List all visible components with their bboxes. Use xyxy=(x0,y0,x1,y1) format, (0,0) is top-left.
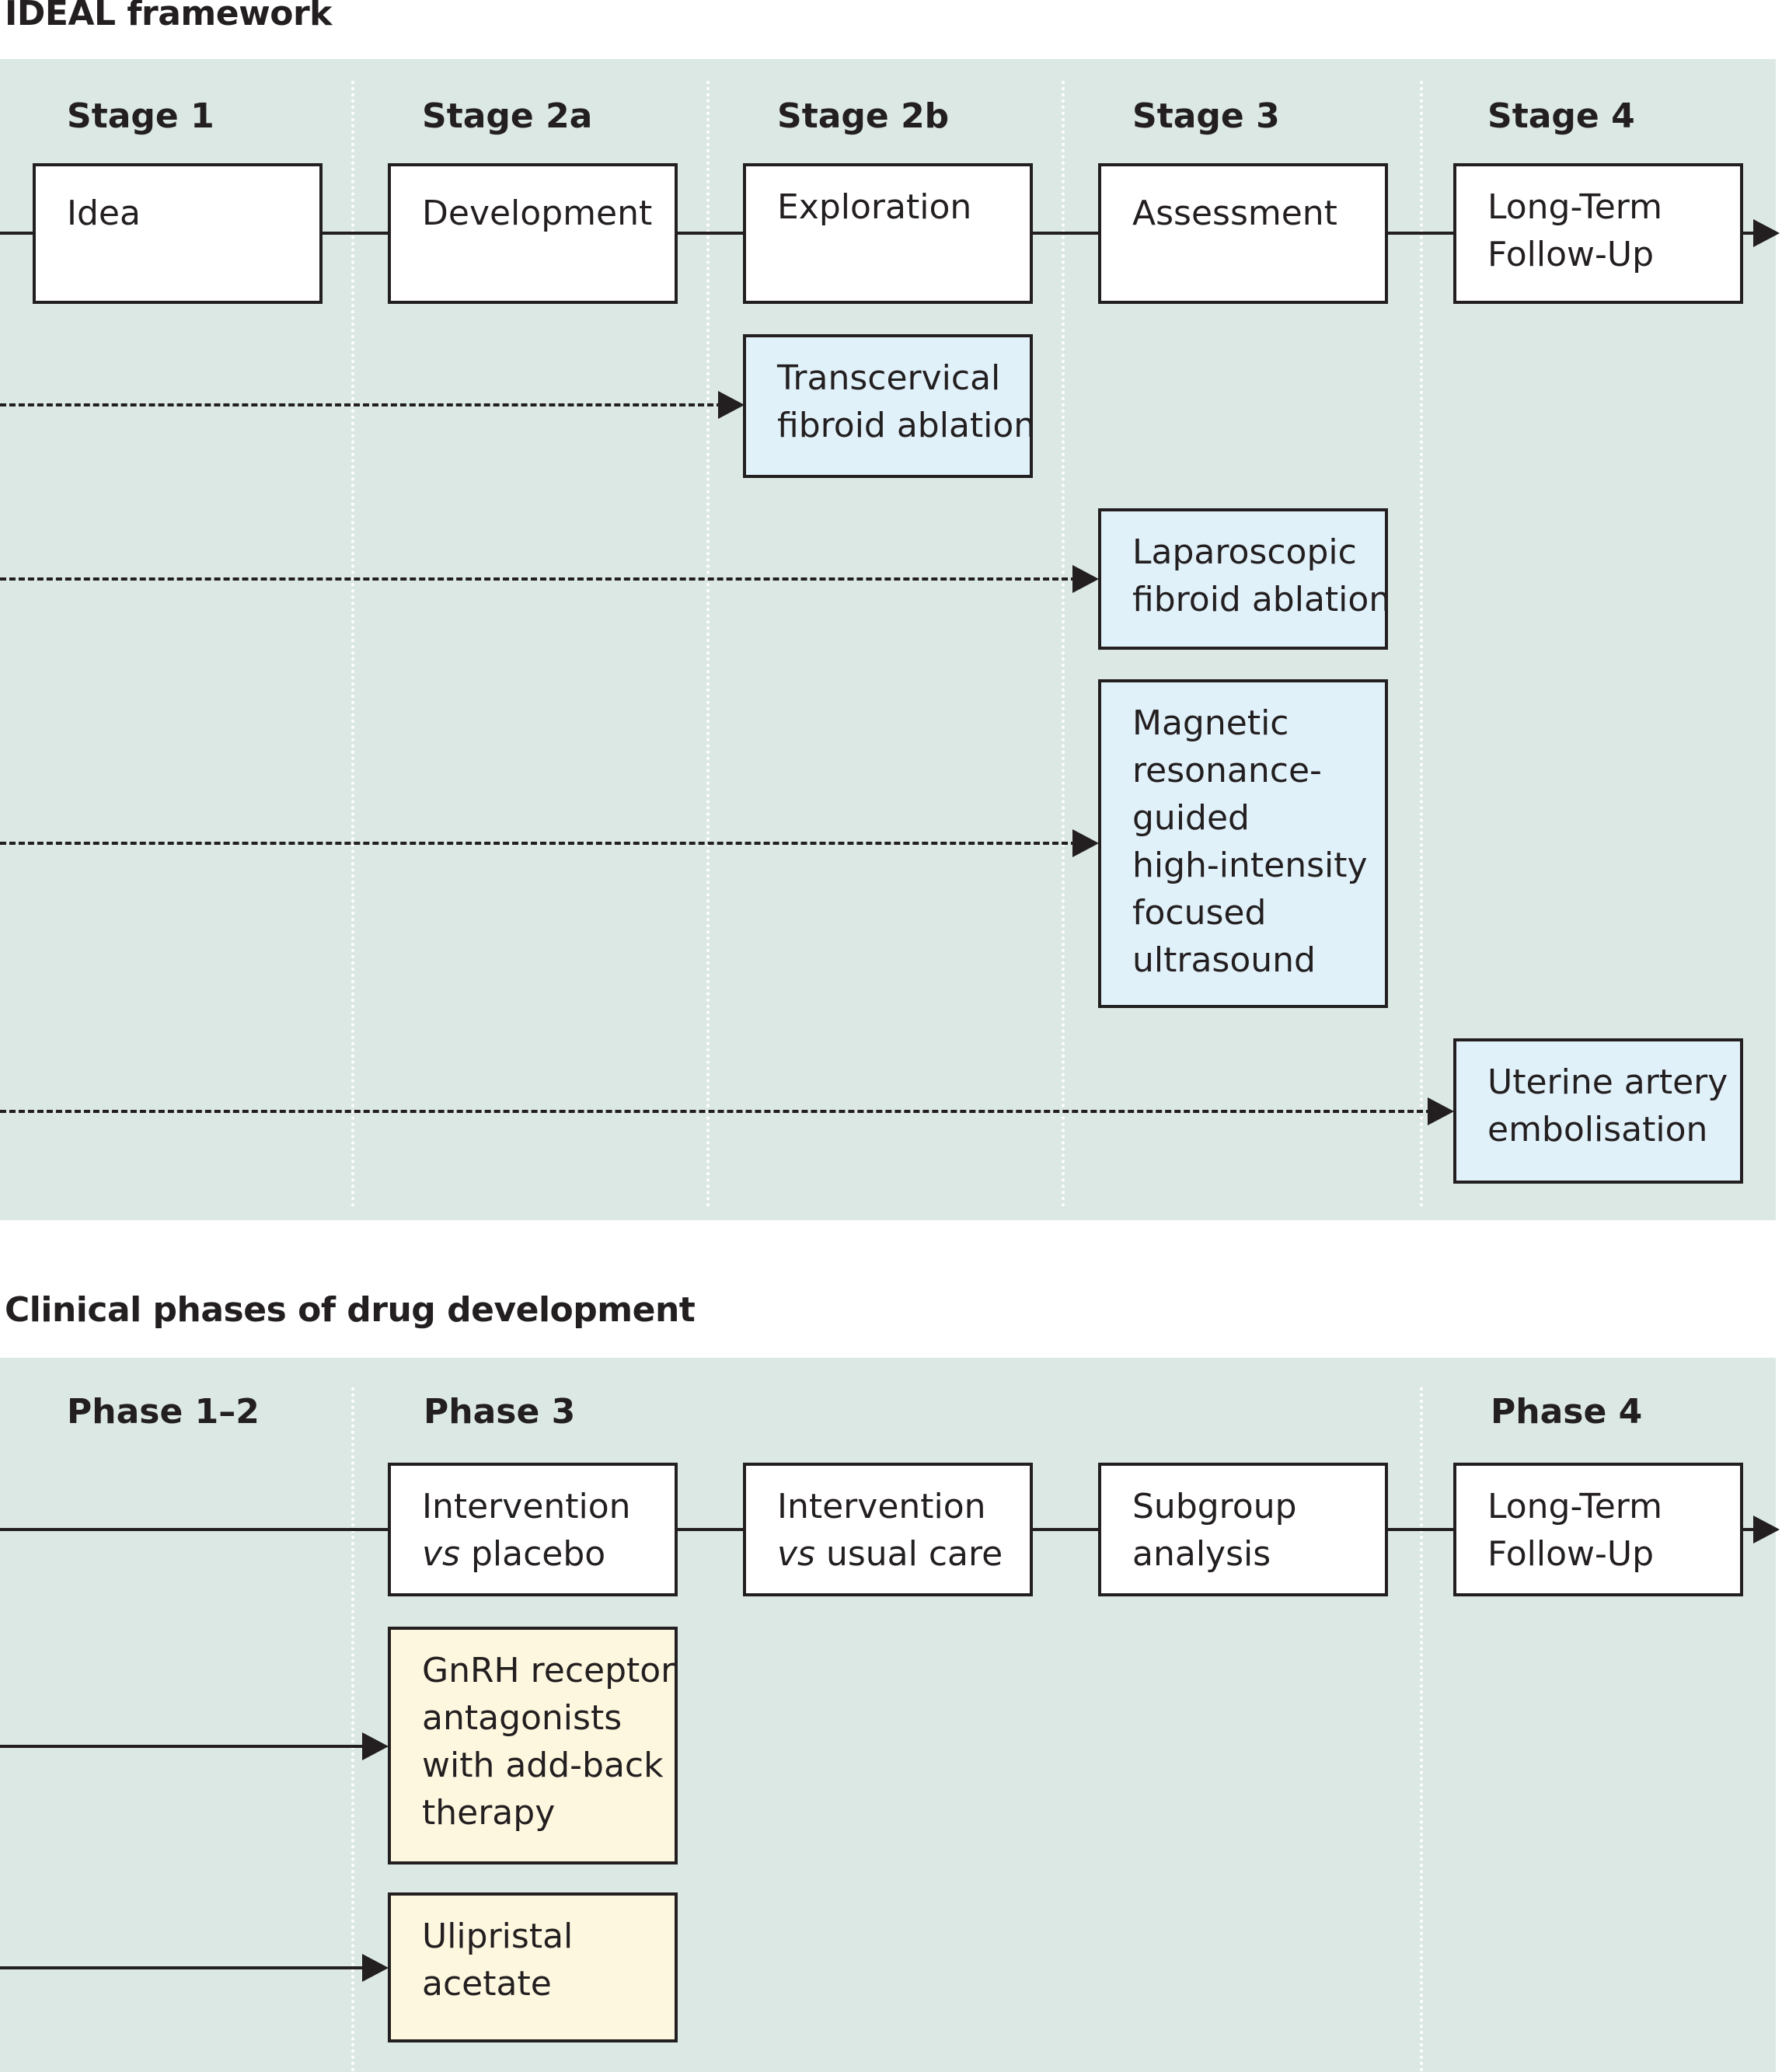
step-box-long-term-follow-up: Long-Term Follow-Up xyxy=(1453,1463,1743,1596)
phase-3-label: Phase 3 xyxy=(424,1392,576,1432)
step-text-rest: placebo xyxy=(459,1534,606,1574)
intervention-text: Uterine artery xyxy=(1487,1062,1728,1102)
stage-1-label: Stage 1 xyxy=(67,96,214,136)
intervention-text: fibroid ablation xyxy=(1132,580,1391,619)
step-box-long-term-follow-up: Long-Term Follow-Up xyxy=(1453,163,1743,304)
ideal-framework-panel: Stage 1 Stage 2a Stage 2b Stage 3 Stage … xyxy=(0,59,1780,1220)
dashed-arrow-line xyxy=(0,1110,1432,1113)
clinical-phases-panel: Phase 1–2 Phase 3 Phase 4 Intervention v… xyxy=(0,1358,1780,2072)
step-text: Intervention xyxy=(777,1487,986,1526)
intervention-text: fibroid ablation xyxy=(777,406,1036,445)
intervention-box-uterine-artery-embolisation: Uterine artery embolisation xyxy=(1453,1038,1743,1184)
column-separator xyxy=(706,81,710,1208)
column-separator xyxy=(1062,81,1065,1208)
drug-box-ulipristal-acetate: Ulipristal acetate xyxy=(388,1892,678,2042)
step-box-assessment: Assessment xyxy=(1098,163,1388,304)
step-text: Development xyxy=(422,194,653,233)
solid-arrow-head xyxy=(362,1954,389,1982)
drug-text: GnRH receptor xyxy=(422,1651,675,1690)
ideal-timeline-arrow xyxy=(1753,219,1780,247)
column-separator xyxy=(1420,81,1423,1208)
dashed-arrow-head xyxy=(1072,829,1099,857)
column-separator xyxy=(351,1387,354,2072)
step-text: Follow-Up xyxy=(1487,235,1655,274)
step-box-subgroup-analysis: Subgroup analysis xyxy=(1098,1463,1388,1596)
clinical-timeline-arrow xyxy=(1753,1516,1780,1544)
solid-arrow-line xyxy=(0,1966,365,1969)
step-text: Exploration xyxy=(777,187,972,227)
intervention-text: resonance- xyxy=(1132,751,1322,790)
drug-text: acetate xyxy=(422,1964,552,2004)
step-text: Assessment xyxy=(1132,194,1337,233)
step-text: vs usual care xyxy=(777,1530,1003,1578)
dashed-arrow-line xyxy=(0,403,723,406)
drug-text: Ulipristal xyxy=(422,1917,574,1956)
step-text: Subgroup xyxy=(1132,1487,1297,1526)
step-text-italic: vs xyxy=(422,1534,460,1574)
stage-4-label: Stage 4 xyxy=(1487,96,1635,136)
solid-arrow-head xyxy=(362,1732,389,1760)
step-text-rest: Follow-Up xyxy=(1487,1534,1655,1574)
intervention-text: Laparoscopic xyxy=(1132,532,1357,572)
dashed-arrow-head xyxy=(1428,1097,1454,1125)
dashed-arrow-line xyxy=(0,577,1077,581)
intervention-text: focused xyxy=(1132,893,1267,933)
step-text: Long-Term xyxy=(1487,187,1662,227)
intervention-text: Magnetic xyxy=(1132,703,1289,743)
step-text-rest: usual care xyxy=(814,1534,1003,1574)
step-box-intervention-vs-placebo: Intervention vs placebo xyxy=(388,1463,678,1596)
step-text: vs placebo xyxy=(422,1530,643,1578)
clinical-phases-title: Clinical phases of drug development xyxy=(5,1290,696,1330)
stage-3-label: Stage 3 xyxy=(1132,96,1280,136)
intervention-text: embolisation xyxy=(1487,1110,1708,1149)
drug-text: with add-back xyxy=(422,1746,664,1785)
intervention-text: Transcervical xyxy=(777,358,1001,398)
step-text: Intervention xyxy=(422,1487,631,1526)
column-separator xyxy=(1420,1387,1423,2072)
step-box-idea: Idea xyxy=(33,163,323,304)
step-box-exploration: Exploration xyxy=(743,163,1033,304)
intervention-text: guided xyxy=(1132,798,1250,838)
step-box-intervention-vs-usual-care: Intervention vs usual care xyxy=(743,1463,1033,1596)
solid-arrow-line xyxy=(0,1745,365,1748)
step-text: Long-Term xyxy=(1487,1487,1662,1526)
drug-text: therapy xyxy=(422,1793,556,1833)
stage-2b-label: Stage 2b xyxy=(777,96,950,136)
phase-4-label: Phase 4 xyxy=(1491,1392,1643,1432)
step-text: analysis xyxy=(1132,1530,1354,1578)
intervention-box-laparoscopic: Laparoscopic fibroid ablation xyxy=(1098,508,1391,650)
dashed-arrow-line xyxy=(0,842,1077,845)
step-box-development: Development xyxy=(388,163,678,304)
column-separator xyxy=(351,81,354,1208)
intervention-box-mrgfus: Magnetic resonance- guided high-intensit… xyxy=(1098,679,1388,1008)
dashed-arrow-head xyxy=(1072,565,1099,593)
drug-box-gnrh-antagonists: GnRH receptor antagonists with add-back … xyxy=(388,1627,678,1864)
ideal-framework-title: IDEAL framework xyxy=(5,0,332,33)
phase-1-2-label: Phase 1–2 xyxy=(67,1392,260,1432)
intervention-box-transcervical: Transcervical fibroid ablation xyxy=(743,334,1036,478)
stage-2a-label: Stage 2a xyxy=(422,96,593,136)
step-text: Idea xyxy=(67,194,141,233)
drug-text: antagonists xyxy=(422,1698,622,1738)
step-text-rest: analysis xyxy=(1132,1534,1271,1574)
step-text-italic: vs xyxy=(777,1534,815,1574)
intervention-text: ultrasound xyxy=(1132,940,1316,980)
intervention-text: high-intensity xyxy=(1132,846,1368,885)
step-text: Follow-Up xyxy=(1487,1530,1709,1578)
dashed-arrow-head xyxy=(718,391,745,419)
